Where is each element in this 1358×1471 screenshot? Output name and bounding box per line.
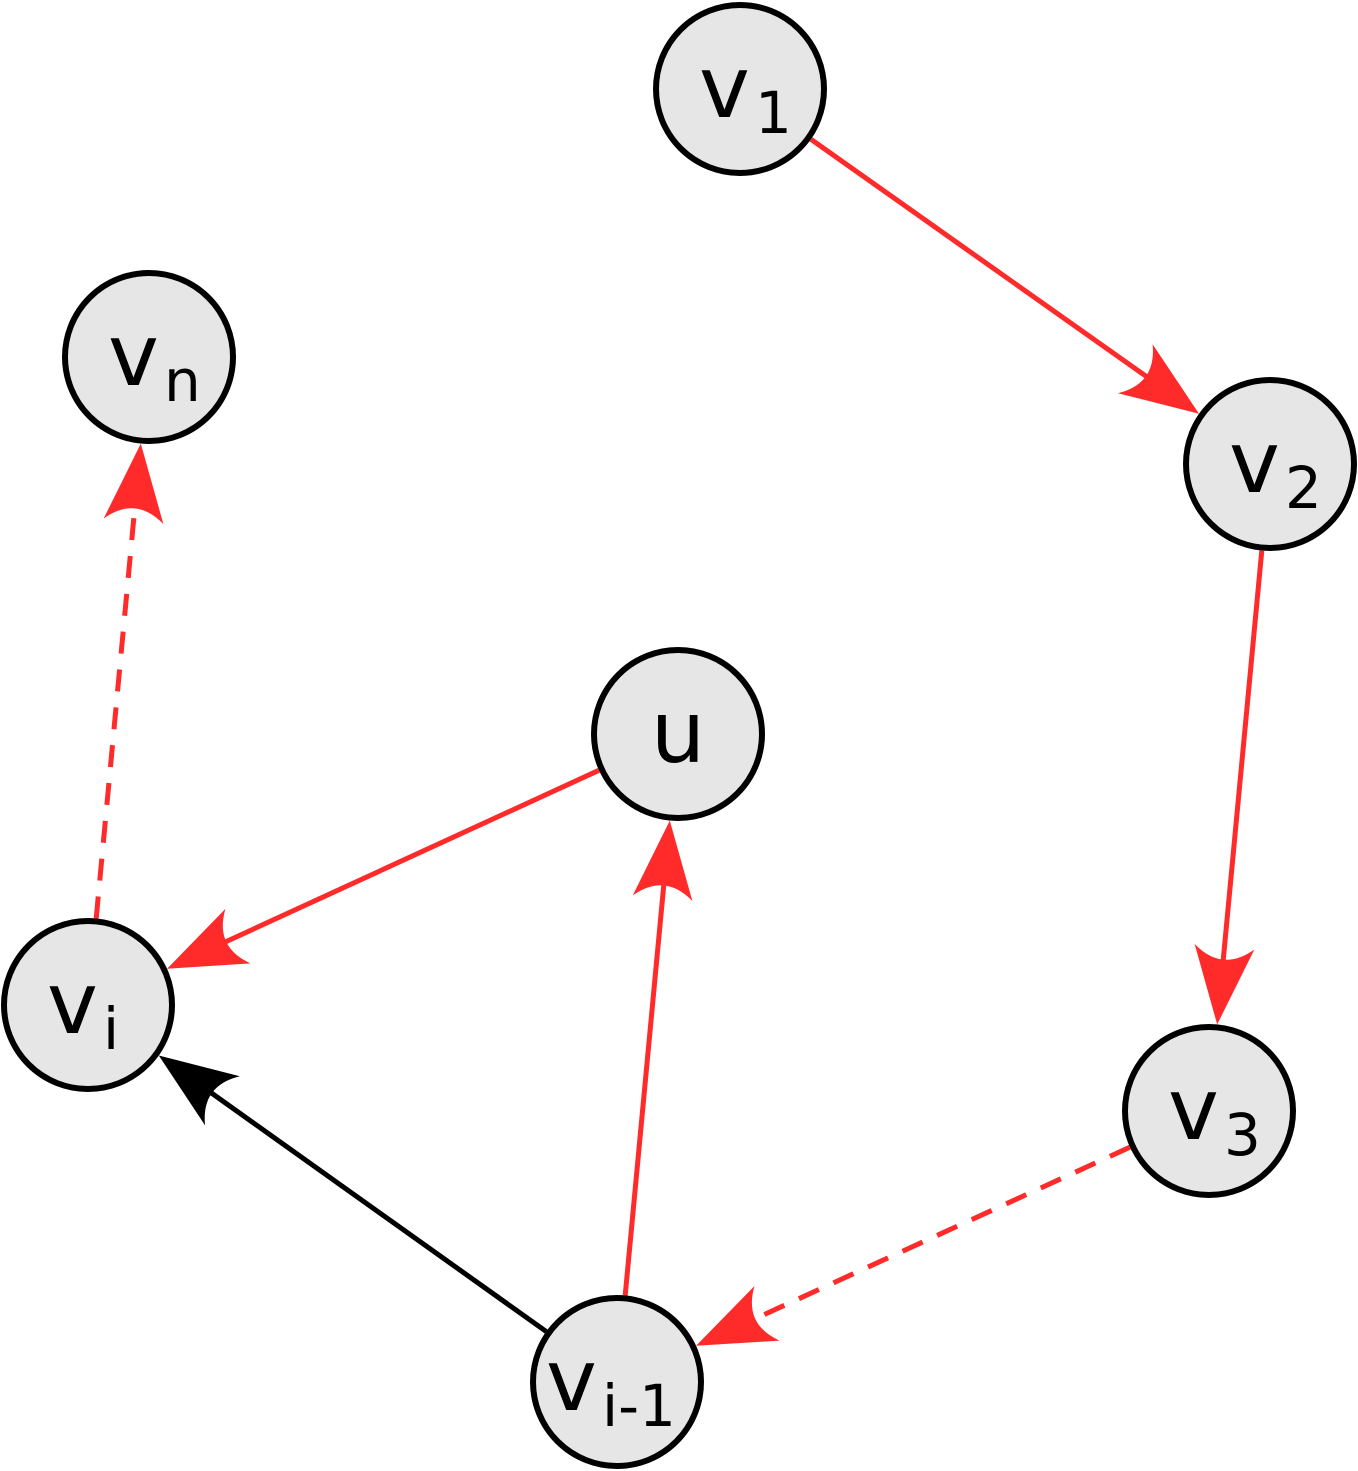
node-label: u xyxy=(651,683,706,783)
edge-v2-to-v3 xyxy=(1194,550,1265,1025)
edge-v3-to-vi1 xyxy=(696,1144,1131,1346)
arrowhead xyxy=(103,443,164,525)
node-subscript: i xyxy=(103,995,119,1063)
edge-line xyxy=(218,768,600,947)
node-circle xyxy=(653,2,827,176)
node-label: v xyxy=(546,1331,597,1431)
edges-layer xyxy=(93,137,1265,1346)
node-label: v xyxy=(699,38,750,138)
edge-v1-to-v2 xyxy=(809,137,1199,414)
node-circle xyxy=(1,918,175,1092)
node-label: v xyxy=(108,306,159,406)
edge-vi1-to-vi xyxy=(158,1055,548,1334)
arrowhead xyxy=(158,1055,240,1126)
arrowhead xyxy=(1194,943,1255,1025)
edge-line xyxy=(204,1087,548,1334)
arrowhead xyxy=(167,908,251,969)
edge-u-to-vi xyxy=(167,768,600,969)
node-circle xyxy=(1122,1024,1296,1198)
node-label: v xyxy=(1229,413,1280,513)
arrowhead xyxy=(696,1286,780,1346)
edge-line xyxy=(809,137,1154,383)
edge-line xyxy=(622,878,667,1296)
node-circle xyxy=(591,647,765,821)
node-circle xyxy=(62,270,236,444)
edge-line xyxy=(747,1144,1131,1324)
arrowhead xyxy=(632,820,693,902)
node-u: u xyxy=(591,647,765,821)
node-label: v xyxy=(1168,1060,1219,1160)
node-circle xyxy=(1183,377,1357,551)
node-label: v xyxy=(47,954,98,1054)
node-circle xyxy=(530,1295,704,1469)
edge-vi1-to-u xyxy=(622,820,693,1296)
edge-line xyxy=(93,501,138,919)
arrowhead xyxy=(1118,344,1199,414)
edge-vi-to-vn xyxy=(93,443,164,919)
node-subscript: i-1 xyxy=(602,1372,676,1440)
node-subscript: 1 xyxy=(755,79,792,147)
node-subscript: 2 xyxy=(1285,454,1322,522)
node-subscript: n xyxy=(164,347,201,415)
edge-line xyxy=(1220,550,1265,967)
node-subscript: 3 xyxy=(1224,1101,1261,1169)
